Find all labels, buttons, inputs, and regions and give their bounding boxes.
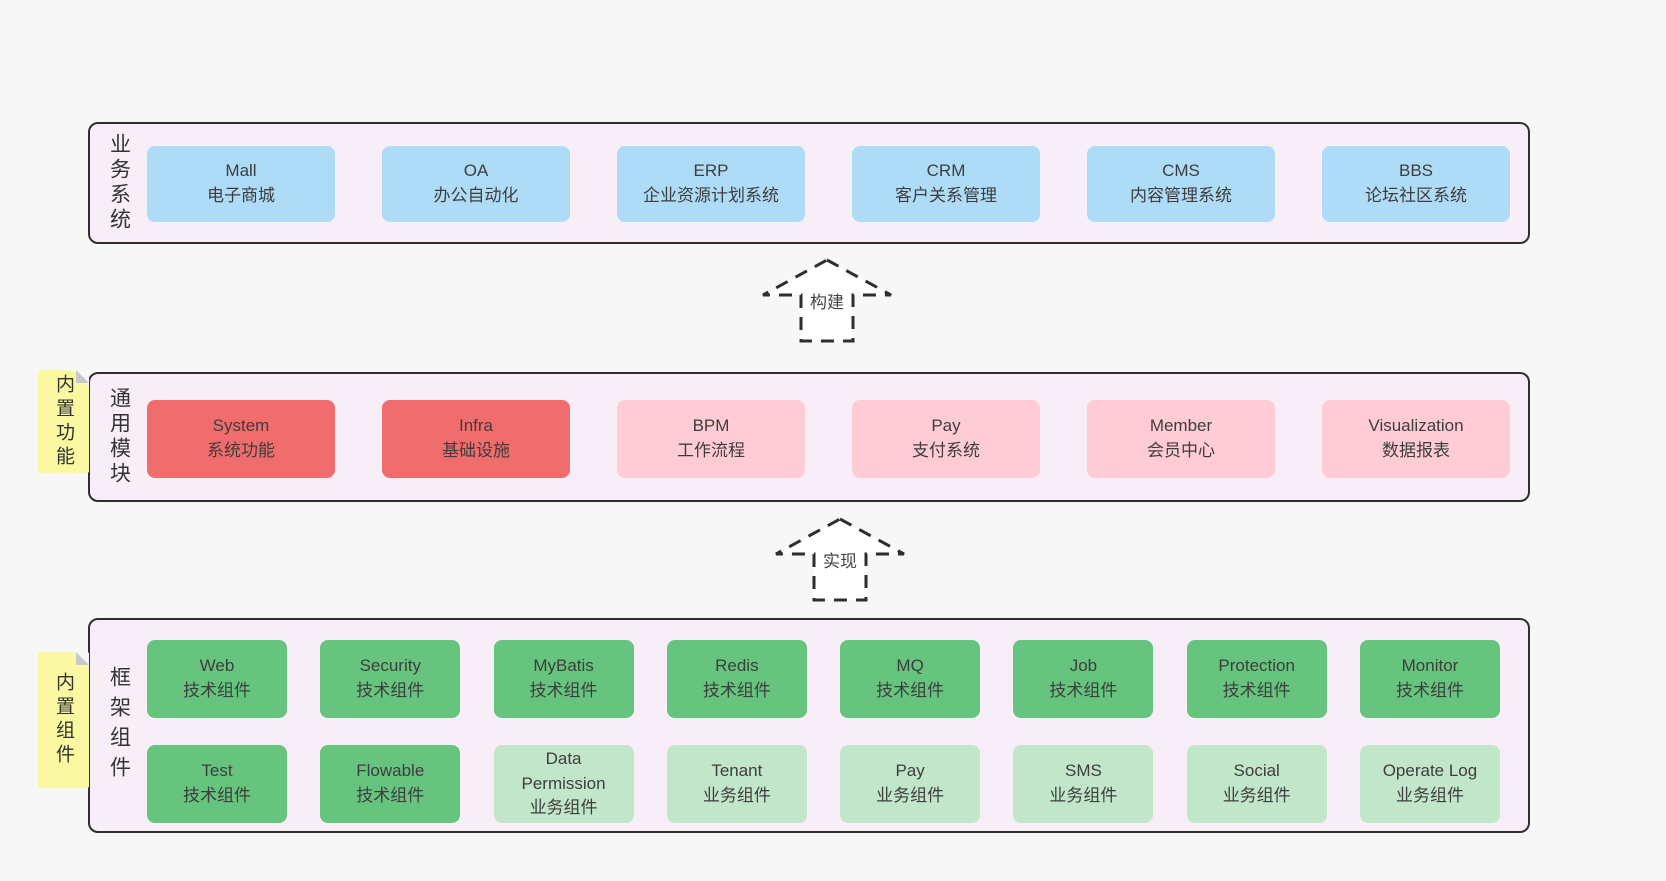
build-arrow-label: 构建 (807, 288, 847, 313)
box-visualization: Visualization 数据报表 (1322, 400, 1510, 478)
box-flowable: Flowable 技术组件 (320, 745, 461, 823)
common-modules-box-row: System 系统功能 Infra 基础设施 BPM 工作流程 Pay 支付系统… (147, 400, 1510, 478)
common-modules-band-label: 通用模块 (107, 387, 131, 487)
business-systems-band-label: 业务系统 (107, 133, 131, 233)
framework-row-1: Web 技术组件 Security 技术组件 MyBatis 技术组件 Redi… (147, 640, 1500, 718)
box-bbs: BBS 论坛社区系统 (1322, 146, 1510, 222)
box-pay: Pay 支付系统 (852, 400, 1040, 478)
box-web: Web 技术组件 (147, 640, 287, 718)
box-monitor: Monitor 技术组件 (1359, 640, 1500, 718)
box-mall: Mall 电子商城 (147, 146, 335, 222)
common-modules-band: 通用模块 System 系统功能 Infra 基础设施 BPM 工作流程 Pay… (88, 372, 1530, 502)
box-test: Test 技术组件 (147, 745, 287, 823)
built-in-features-sticky-label: 内置功能 (53, 373, 74, 470)
business-systems-band: 业务系统 Mall 电子商城 OA 办公自动化 ERP 企业资源计划系统 CRM… (88, 122, 1530, 244)
sticky-fold-icon (76, 370, 89, 383)
box-oa: OA 办公自动化 (382, 146, 570, 222)
implement-arrow-label: 实现 (820, 547, 860, 572)
box-data-permission: Data Permission 业务组件 (493, 745, 634, 823)
framework-components-band: 框架组件 Web 技术组件 Security 技术组件 MyBatis 技术组件… (88, 618, 1530, 833)
box-infra: Infra 基础设施 (382, 400, 570, 478)
framework-components-band-label: 框架组件 (107, 665, 131, 786)
box-security: Security 技术组件 (320, 640, 461, 718)
box-social: Social 业务组件 (1186, 745, 1327, 823)
box-system: System 系统功能 (147, 400, 335, 478)
box-sms: SMS 业务组件 (1013, 745, 1154, 823)
box-job: Job 技术组件 (1013, 640, 1154, 718)
built-in-components-sticky-label: 内置组件 (53, 672, 74, 768)
build-arrow: 构建 (759, 256, 895, 344)
box-operate-log: Operate Log 业务组件 (1359, 745, 1500, 823)
box-cms: CMS 内容管理系统 (1087, 146, 1275, 222)
framework-row-2: Test 技术组件 Flowable 技术组件 Data Permission … (147, 745, 1500, 823)
box-pay-biz: Pay 业务组件 (840, 745, 981, 823)
sticky-fold-icon (76, 652, 89, 665)
box-mq: MQ 技术组件 (840, 640, 981, 718)
business-systems-box-row: Mall 电子商城 OA 办公自动化 ERP 企业资源计划系统 CRM 客户关系… (147, 146, 1510, 222)
built-in-components-sticky: 内置组件 (38, 652, 89, 788)
box-bpm: BPM 工作流程 (617, 400, 805, 478)
box-redis: Redis 技术组件 (666, 640, 807, 718)
built-in-features-sticky: 内置功能 (38, 370, 89, 473)
box-tenant: Tenant 业务组件 (666, 745, 807, 823)
box-crm: CRM 客户关系管理 (852, 146, 1040, 222)
box-protection: Protection 技术组件 (1186, 640, 1327, 718)
box-member: Member 会员中心 (1087, 400, 1275, 478)
box-erp: ERP 企业资源计划系统 (617, 146, 805, 222)
box-mybatis: MyBatis 技术组件 (493, 640, 634, 718)
implement-arrow: 实现 (772, 515, 908, 603)
